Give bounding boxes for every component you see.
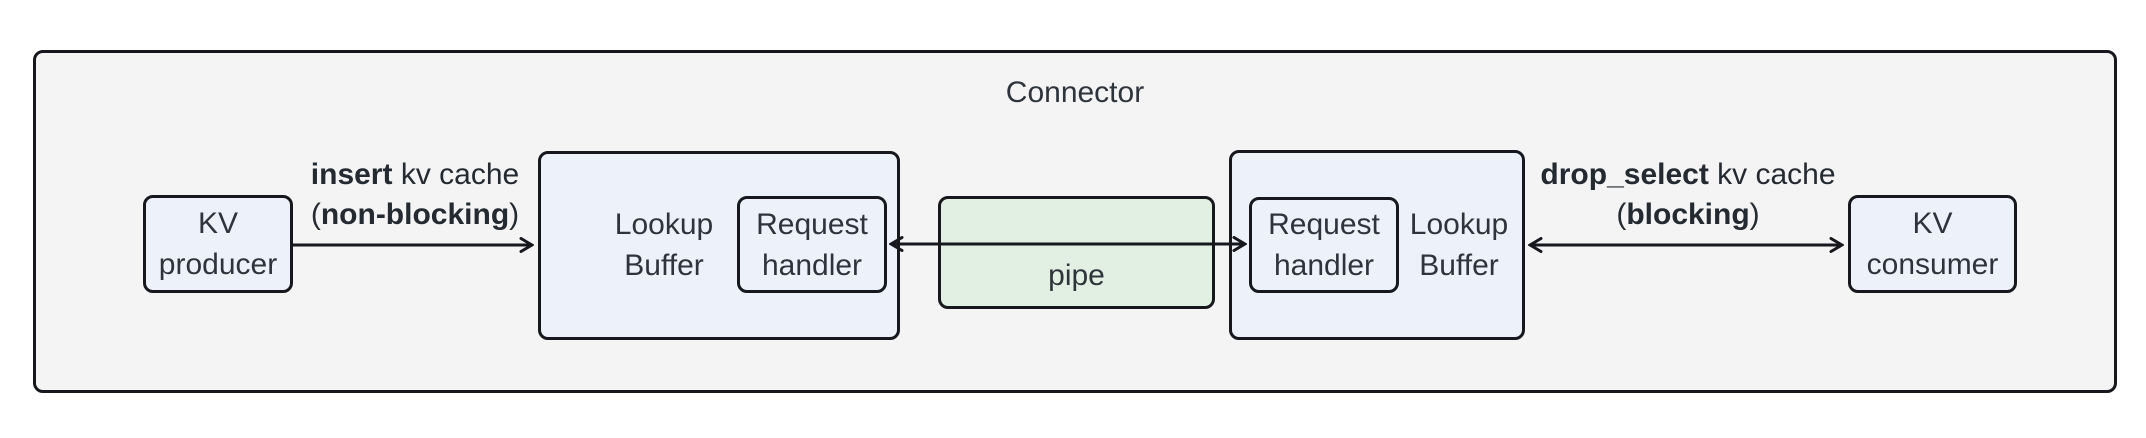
paren-close: ) (509, 198, 520, 231)
kv-producer-label-line2: producer (158, 248, 278, 281)
lookup-buffer-left-node: Lookup Buffer Request handler (538, 151, 900, 340)
lookup-buffer-left-label: Lookup Buffer (584, 196, 744, 293)
diagram-title: Connector (1005, 76, 1145, 109)
non-blocking-keyword: non-blocking (320, 198, 510, 231)
lookup-buffer-right-label: Lookup Buffer (1399, 197, 1519, 293)
request-handler-right-line1: Request (1268, 208, 1380, 241)
insert-keyword: insert (310, 158, 393, 191)
drop-select-edge-label-line1: drop_select kv cache (1528, 155, 1848, 195)
request-handler-left-node: Request handler (737, 196, 887, 293)
kv-consumer-label-line2: consumer (1866, 248, 1999, 281)
paren-open: ( (310, 198, 321, 231)
blocking-keyword: blocking (1626, 198, 1750, 231)
request-handler-right-line2: handler (1273, 249, 1375, 282)
paren-close: ) (1749, 198, 1760, 231)
drop-select-keyword: drop_select (1540, 158, 1709, 191)
kv-producer-node: KV producer (143, 195, 293, 293)
request-handler-left-line2: handler (761, 248, 863, 282)
insert-edge-label-line2: (non-blocking) (283, 195, 547, 235)
kv-consumer-label-line1: KV (1912, 207, 1953, 240)
insert-edge-label-line1: insert kv cache (283, 155, 547, 195)
insert-edge-label: insert kv cache (non-blocking) (283, 155, 547, 235)
kv-consumer-node: KV consumer (1848, 195, 2017, 293)
drop-select-rest-text: kv cache (1708, 158, 1836, 191)
kv-producer-label-line1: KV (197, 207, 239, 240)
lookup-buffer-right-line2: Buffer (1419, 249, 1499, 282)
drop-select-edge-label: drop_select kv cache (blocking) (1528, 155, 1848, 235)
lookup-buffer-left-line1: Lookup (614, 207, 714, 241)
request-handler-right-node: Request handler (1249, 197, 1399, 293)
insert-rest-text: kv cache (392, 158, 520, 191)
pipe-node: pipe (938, 196, 1215, 309)
drop-select-edge-label-line2: (blocking) (1528, 195, 1848, 235)
request-handler-left-line1: Request (756, 207, 868, 241)
pipe-label: pipe (1048, 259, 1105, 292)
lookup-buffer-left-line2: Buffer (624, 248, 704, 282)
lookup-buffer-right-node: Request handler Lookup Buffer (1229, 150, 1525, 340)
lookup-buffer-right-line1: Lookup (1409, 208, 1509, 241)
paren-open: ( (1616, 198, 1627, 231)
